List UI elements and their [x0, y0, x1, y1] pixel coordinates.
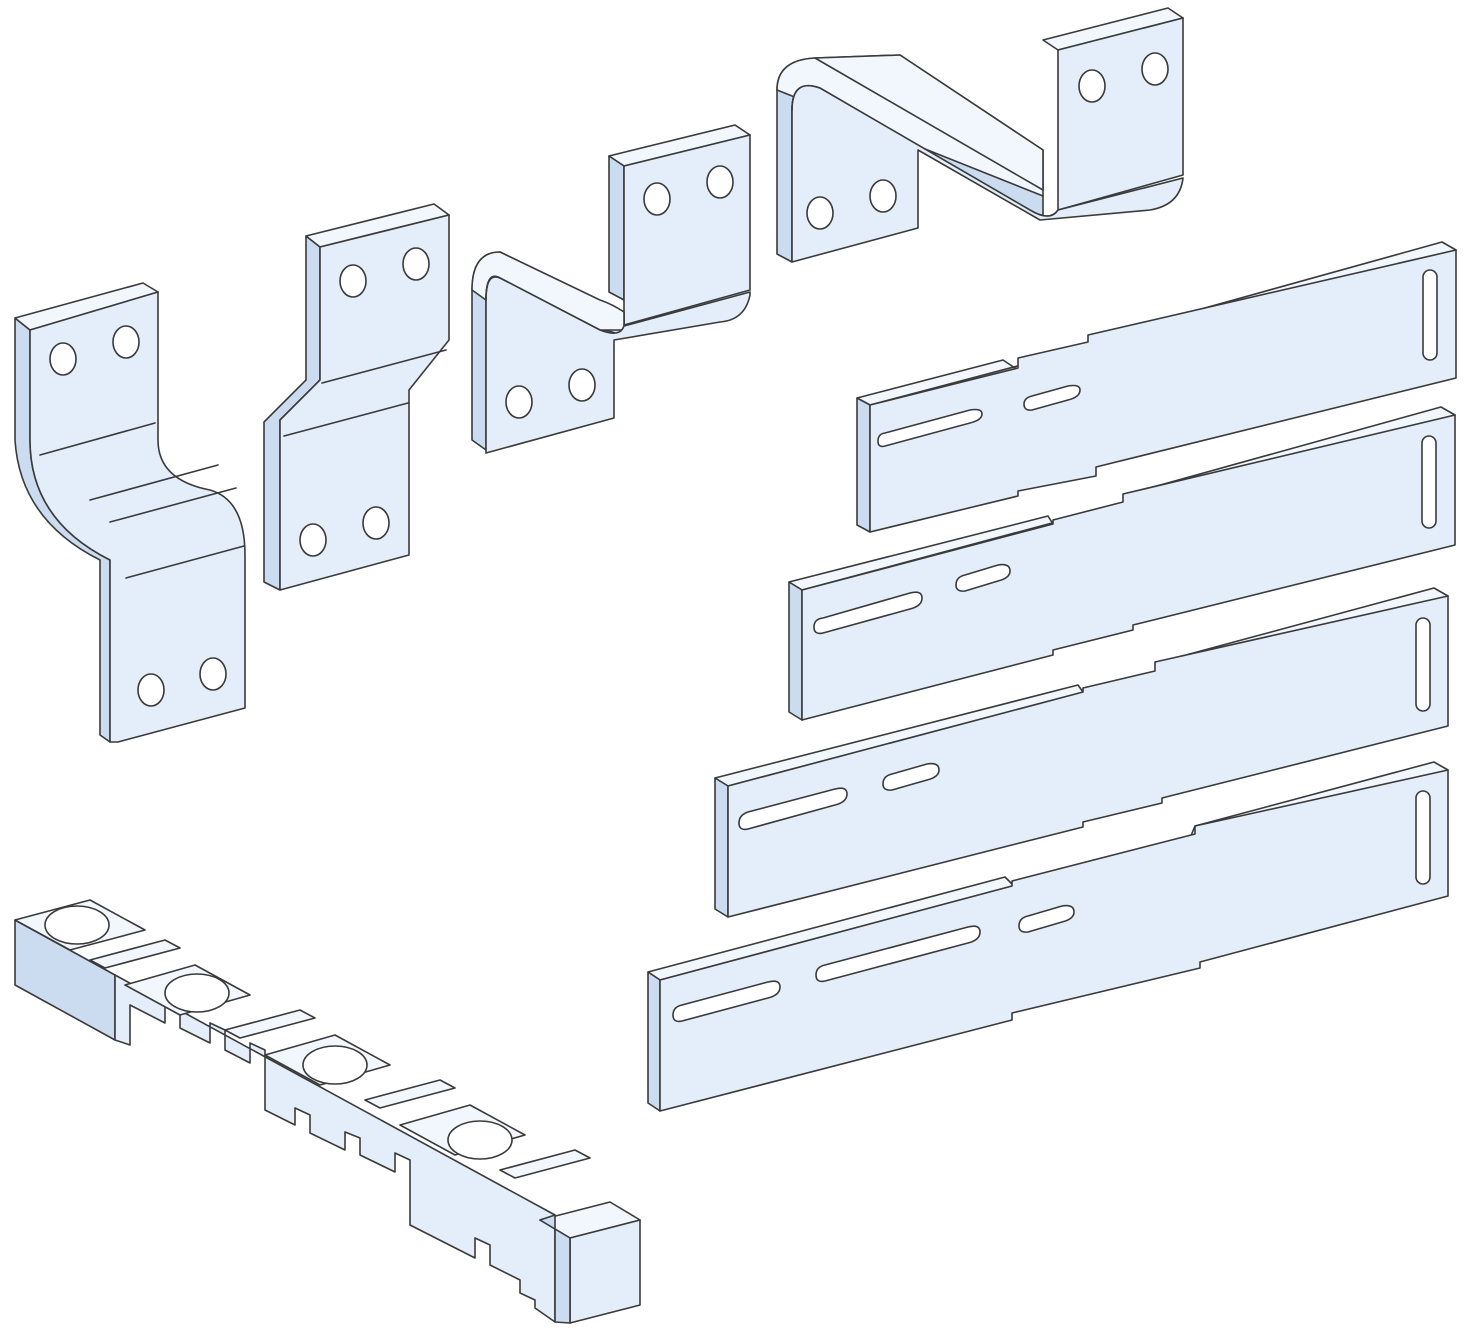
offset-connector-bar-d [776, 7, 1184, 263]
bolt-hole [137, 673, 165, 707]
bolt-hole [706, 165, 734, 199]
mounting-hole [164, 973, 230, 1013]
slot [877, 408, 983, 448]
slotted-link-bar-4 [647, 761, 1449, 1112]
mounting-hole [447, 1120, 513, 1160]
slotted-link-bar-2 [788, 406, 1456, 721]
bolt-hole [1141, 52, 1169, 86]
bolt-hole [568, 368, 596, 402]
bolt-hole [112, 325, 140, 359]
slot [1415, 790, 1431, 885]
slot [1421, 435, 1437, 529]
offset-connector-bar-c [471, 124, 751, 454]
bolt-hole [299, 523, 327, 557]
bolt-hole [49, 342, 77, 376]
slot [1415, 617, 1431, 712]
slot [882, 762, 940, 791]
slot [1023, 384, 1081, 411]
offset-connector-bar-a [14, 282, 246, 743]
slot [955, 563, 1011, 592]
mounting-hole [44, 905, 110, 945]
slot [815, 925, 981, 983]
slot [738, 787, 848, 831]
bolt-hole [362, 506, 390, 540]
slotted-link-bar-1 [856, 241, 1457, 533]
slot [813, 591, 923, 635]
mounting-hole [302, 1045, 368, 1085]
slotted-link-bar-3 [714, 587, 1449, 918]
bolt-hole [199, 657, 227, 691]
slot [672, 980, 781, 1023]
bolt-hole [505, 385, 533, 419]
bolt-hole [402, 247, 430, 281]
slot [1018, 904, 1075, 933]
bolt-hole [869, 179, 897, 213]
offset-connector-bar-b [263, 203, 450, 591]
slot [1422, 269, 1438, 361]
bolt-hole [1078, 69, 1106, 103]
busbar-support-block [14, 899, 641, 1324]
bolt-hole [339, 264, 367, 298]
bolt-hole [643, 182, 671, 216]
bolt-hole [806, 196, 834, 230]
